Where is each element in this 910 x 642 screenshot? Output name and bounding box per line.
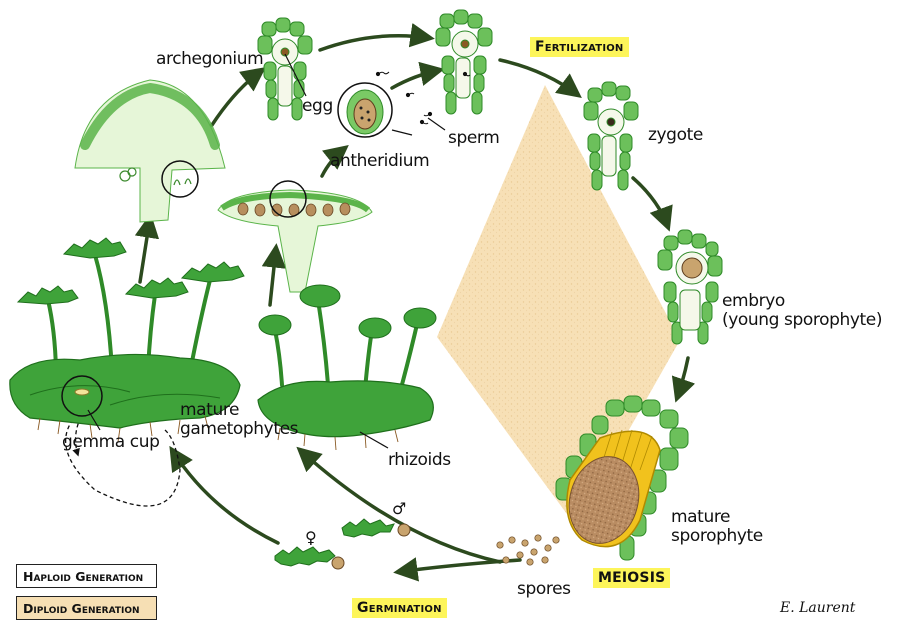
archegonium-with-sperm — [435, 9, 493, 115]
author-credit: E. Laurent — [780, 600, 856, 616]
label-young-sporophyte: (young sporophyte) — [722, 310, 883, 330]
label-sperm: sperm — [448, 128, 500, 148]
label-spores: spores — [517, 579, 571, 599]
label-mature-gametophytes-1: mature — [180, 400, 240, 420]
antheridium — [337, 82, 393, 138]
label-mature-sporophyte-1: mature — [671, 507, 731, 527]
stage-germination: Germination — [352, 598, 447, 618]
stage-meiosis: MEIOSIS — [593, 568, 671, 588]
archegoniophore-section — [74, 79, 226, 223]
label-embryo: embryo — [722, 291, 785, 311]
label-mature-gametophytes-2: gametophytes — [180, 419, 299, 439]
mature-sporophyte — [555, 395, 689, 561]
female-symbol: ♀ — [305, 528, 317, 547]
label-antheridium: antheridium — [330, 151, 430, 171]
label-rhizoids: rhizoids — [388, 450, 451, 470]
archegonium — [257, 17, 313, 121]
cycle-arrows — [134, 23, 696, 582]
label-archegonium: archegonium — [156, 49, 264, 69]
spores — [496, 534, 560, 566]
zygote-archegonium — [583, 81, 639, 191]
label-zygote: zygote — [648, 125, 703, 145]
young-male-gametophyte — [341, 518, 411, 538]
male-symbol: ♂ — [392, 499, 406, 518]
male-gametophytes — [257, 284, 437, 451]
young-female-gametophyte — [274, 546, 345, 570]
label-mature-sporophyte-2: sporophyte — [671, 526, 763, 546]
embryo-archegonium — [657, 229, 723, 345]
female-gametophytes — [9, 237, 245, 443]
label-gemma-cup: gemma cup — [62, 432, 160, 452]
sperm-cells — [375, 71, 471, 125]
legend-haploid: Haploid Generation — [16, 564, 157, 588]
label-egg: egg — [302, 96, 333, 116]
stage-fertilization: Fertilization — [530, 37, 629, 57]
legend-diploid: Diploid Generation — [16, 596, 157, 620]
antheridiophore-section — [217, 180, 373, 293]
gemma-dashed-arrow — [64, 404, 181, 507]
